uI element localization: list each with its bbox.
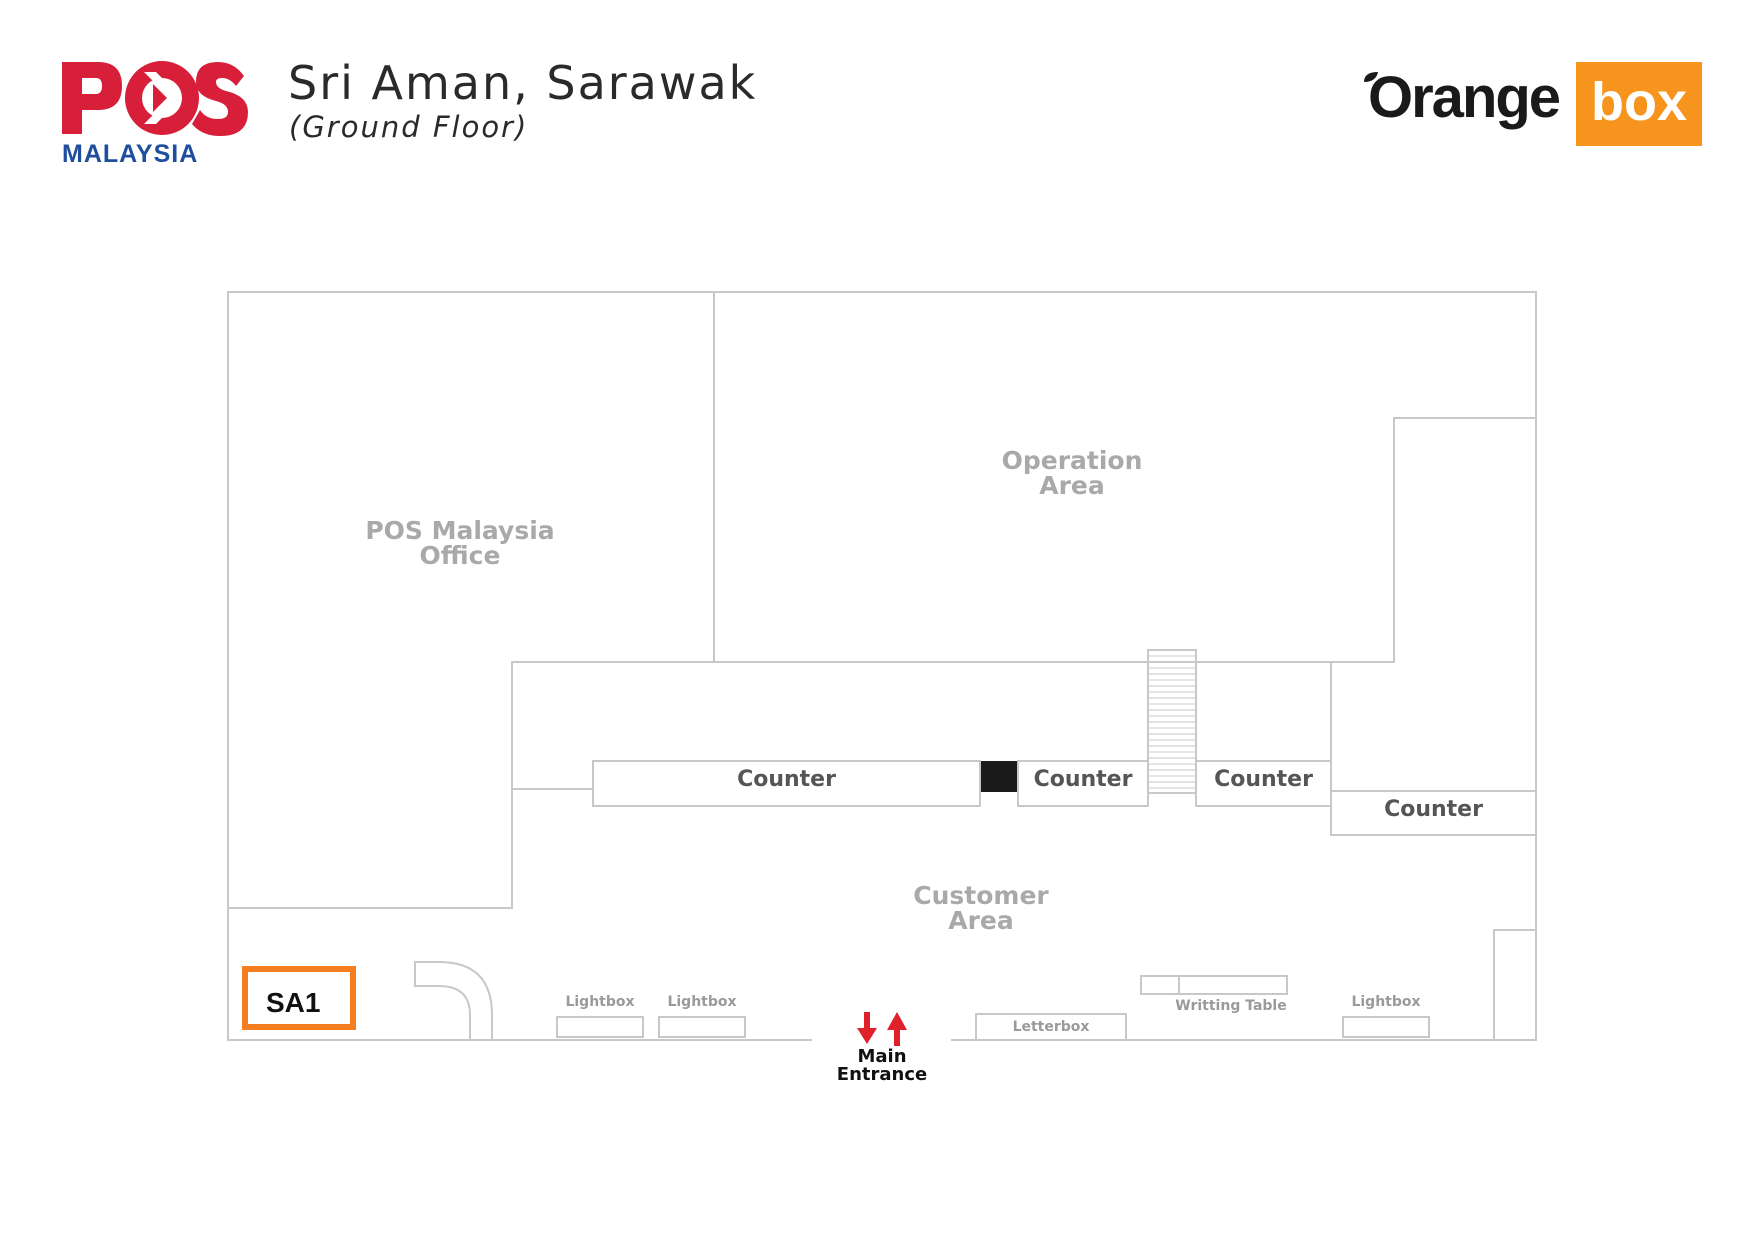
operation-area-label: Operation Area bbox=[952, 448, 1192, 498]
pillar bbox=[981, 761, 1017, 792]
stairs-icon bbox=[1147, 649, 1197, 794]
letterbox-label: Letterbox bbox=[1012, 1019, 1090, 1035]
lightbox-2 bbox=[658, 1016, 746, 1038]
counter-1-label: Counter bbox=[737, 767, 836, 792]
outer-wall bbox=[227, 291, 1537, 1041]
page-title: Sri Aman, Sarawak bbox=[288, 56, 758, 110]
writing-table-label: Writting Table bbox=[1175, 998, 1287, 1014]
operation-area-label-line1: Operation bbox=[1001, 446, 1143, 475]
customer-area-label-line2: Area bbox=[948, 906, 1014, 935]
operation-area-label-line2: Area bbox=[1039, 471, 1105, 500]
orangebox-logo-word: Orange bbox=[1368, 65, 1561, 130]
pos-office-label: POS Malaysia Office bbox=[340, 518, 580, 568]
entrance-arrow-down-icon bbox=[857, 1012, 877, 1044]
customer-area-label-line1: Customer bbox=[913, 881, 1049, 910]
lightbox-3 bbox=[1342, 1016, 1430, 1038]
main-entrance-label-line1: Main bbox=[857, 1046, 907, 1067]
sa1-location-marker[interactable]: SA1 bbox=[242, 966, 356, 1030]
pos-office-label-line1: POS Malaysia bbox=[365, 516, 555, 545]
writing-table-right bbox=[1178, 975, 1288, 995]
writing-table-left bbox=[1140, 975, 1180, 995]
orangebox-logo-box: box bbox=[1576, 62, 1702, 146]
wall-niche bbox=[1493, 929, 1537, 1041]
customer-area-label: Customer Area bbox=[861, 883, 1101, 933]
orangebox-logo: Orange box bbox=[1362, 62, 1702, 146]
pos-malaysia-logo: MALAYSIA bbox=[58, 56, 248, 168]
lightbox-2-label: Lightbox bbox=[667, 994, 737, 1010]
pos-office-label-line2: Office bbox=[419, 541, 501, 570]
counter-4-label: Counter bbox=[1384, 797, 1483, 822]
counter-2-label: Counter bbox=[1033, 767, 1133, 792]
counter-3-label: Counter bbox=[1214, 767, 1313, 792]
pos-logo-mark bbox=[62, 61, 248, 136]
lightbox-1 bbox=[556, 1016, 644, 1038]
pos-logo-subtext: MALAYSIA bbox=[62, 140, 199, 168]
lightbox-1-label: Lightbox bbox=[565, 994, 635, 1010]
page-subtitle: (Ground Floor) bbox=[289, 110, 529, 144]
letterbox bbox=[975, 1013, 1127, 1041]
main-entrance-label: Main Entrance bbox=[822, 1048, 942, 1084]
sa1-label: SA1 bbox=[266, 987, 321, 1018]
lightbox-3-label: Lightbox bbox=[1351, 994, 1421, 1010]
operation-area-wall bbox=[228, 417, 1536, 909]
entrance-arrow-up-icon bbox=[887, 1012, 907, 1046]
main-entrance-label-line2: Entrance bbox=[836, 1064, 928, 1085]
door-swing-icon bbox=[414, 961, 493, 1041]
counter-1 bbox=[592, 760, 981, 807]
leaf-icon bbox=[1364, 72, 1378, 82]
counter-4 bbox=[1330, 790, 1537, 836]
